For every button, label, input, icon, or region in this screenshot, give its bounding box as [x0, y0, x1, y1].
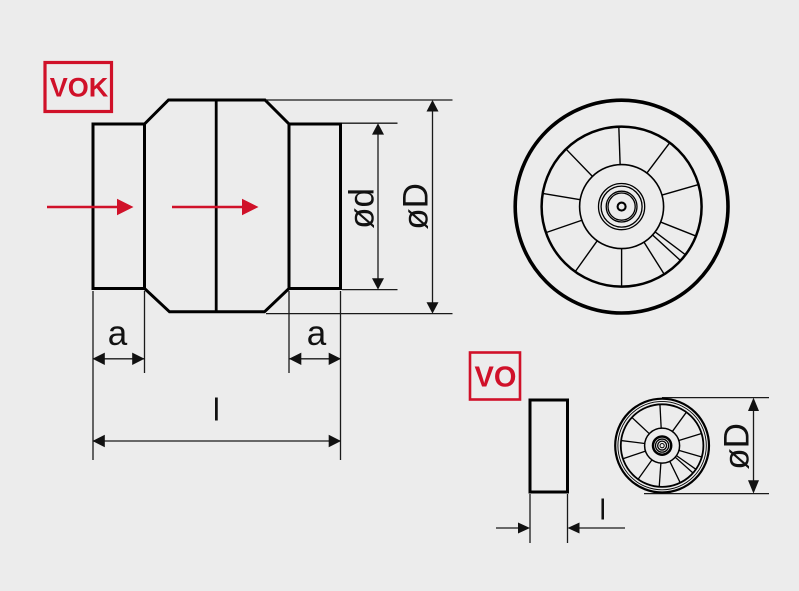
- svg-text:l: l: [599, 494, 605, 526]
- svg-text:a: a: [307, 314, 327, 353]
- svg-text:ød: ød: [342, 188, 381, 229]
- svg-text:VO: VO: [475, 362, 517, 394]
- svg-text:øD: øD: [397, 183, 436, 230]
- svg-text:øD: øD: [717, 423, 756, 470]
- svg-text:VOK: VOK: [50, 72, 109, 102]
- svg-text:a: a: [108, 314, 128, 353]
- svg-text:l: l: [213, 392, 220, 428]
